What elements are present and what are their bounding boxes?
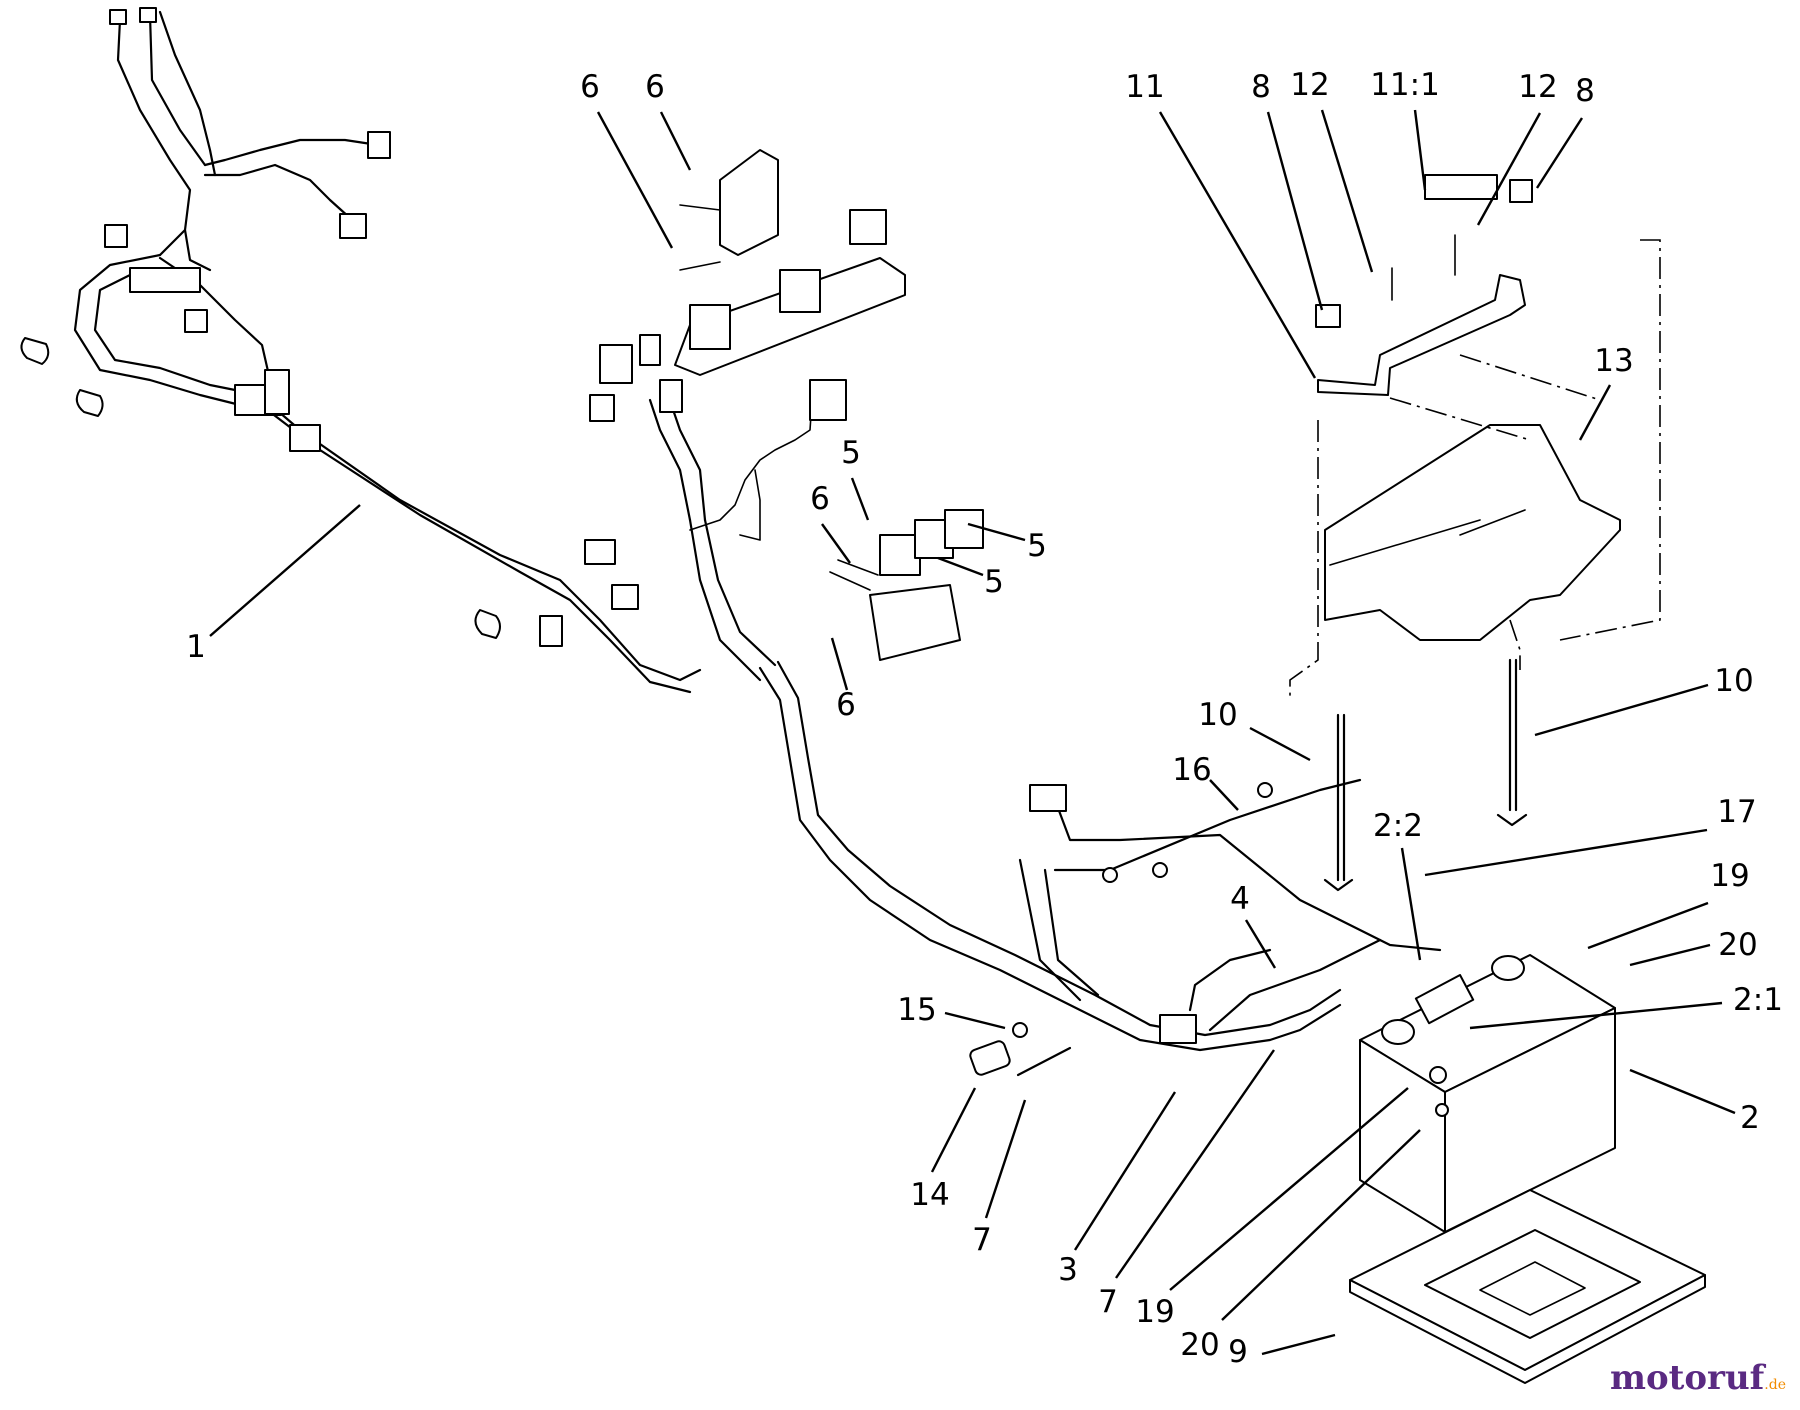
callout-label: 17 xyxy=(1717,794,1756,830)
hold-down-rods xyxy=(1323,658,1528,892)
leader-line xyxy=(1476,112,1542,226)
callout-label: 5 xyxy=(984,564,1004,600)
battery-cables xyxy=(1018,778,1442,1044)
battery xyxy=(1359,954,1616,1233)
leader-line xyxy=(944,1011,1006,1030)
callout-label: 20 xyxy=(1718,927,1757,963)
leader-line xyxy=(930,1087,977,1173)
callout-label: 2:2 xyxy=(1373,808,1423,844)
callout-label: 19 xyxy=(1710,858,1749,894)
callout-label: 12 xyxy=(1518,69,1557,105)
leader-line xyxy=(821,523,851,564)
leader-line xyxy=(830,637,849,691)
leader-line xyxy=(1400,847,1422,961)
leader-line xyxy=(1169,1087,1409,1291)
callout-label: 6 xyxy=(645,69,665,105)
callout-label: 6 xyxy=(580,69,600,105)
callout-label: 2 xyxy=(1740,1100,1760,1136)
leader-line xyxy=(659,111,692,171)
leader-line xyxy=(937,556,984,577)
leader-line xyxy=(1209,779,1239,811)
callout-label: 4 xyxy=(1230,881,1250,917)
fasteners xyxy=(969,1022,1072,1077)
leader-line xyxy=(850,477,870,521)
callout-label: 11:1 xyxy=(1370,67,1440,103)
battery-bracket xyxy=(1315,174,1533,396)
alignment-lines xyxy=(1289,239,1661,700)
callout-label: 2:1 xyxy=(1733,982,1783,1018)
leader-line xyxy=(1413,109,1427,191)
leader-line xyxy=(1221,1129,1421,1321)
leader-line xyxy=(1261,1333,1336,1356)
callout-label: 19 xyxy=(1135,1294,1174,1330)
callout-label: 1 xyxy=(186,629,206,665)
leader-line xyxy=(1073,1091,1177,1251)
callout-label: 8 xyxy=(1575,73,1595,109)
battery-tray xyxy=(1349,1189,1706,1384)
callout-label: 3 xyxy=(1058,1252,1078,1288)
callout-label: 16 xyxy=(1172,752,1211,788)
leader-line xyxy=(1535,117,1584,189)
harness-connectors xyxy=(104,7,391,452)
center-harness xyxy=(589,149,984,661)
callout-label: 6 xyxy=(810,481,830,517)
leader-line xyxy=(1469,1001,1723,1030)
watermark-logo: motoruf.de xyxy=(1610,1358,1786,1398)
leader-line xyxy=(1424,828,1708,877)
leader-line xyxy=(1534,683,1709,737)
callout-label: 14 xyxy=(910,1177,949,1213)
callout-label: 12 xyxy=(1290,67,1329,103)
callout-label: 6 xyxy=(836,687,856,723)
leader-line xyxy=(1244,919,1277,969)
watermark-suffix: .de xyxy=(1764,1377,1786,1393)
leader-line xyxy=(1587,901,1709,950)
callout-label: 7 xyxy=(1098,1284,1118,1320)
leader-line xyxy=(1578,384,1612,441)
callout-label: 15 xyxy=(897,992,936,1028)
wire-harness xyxy=(73,10,1342,1052)
leader-line xyxy=(1266,111,1324,311)
callout-label: 8 xyxy=(1251,69,1271,105)
leader-line xyxy=(596,111,674,249)
callout-label: 7 xyxy=(972,1222,992,1258)
leader-line xyxy=(209,504,361,637)
callout-label: 13 xyxy=(1594,343,1633,379)
leader-line xyxy=(967,522,1026,542)
leader-line xyxy=(1249,726,1311,762)
callout-label: 10 xyxy=(1714,663,1753,699)
leader-line xyxy=(984,1099,1027,1219)
callout-label: 9 xyxy=(1228,1334,1248,1370)
leader-line xyxy=(1115,1049,1275,1279)
leader-line xyxy=(1629,943,1711,967)
callout-label: 5 xyxy=(841,435,861,471)
callout-label: 5 xyxy=(1027,528,1047,564)
callout-label: 20 xyxy=(1180,1327,1219,1363)
leader-line xyxy=(1320,109,1374,273)
leader-line xyxy=(1629,1068,1736,1115)
callout-label: 11 xyxy=(1125,69,1164,105)
harness-clips xyxy=(20,337,639,647)
watermark-text: motoruf xyxy=(1610,1358,1765,1398)
battery-cover xyxy=(1324,424,1621,641)
leader-line xyxy=(1158,111,1317,379)
callout-label: 10 xyxy=(1198,697,1237,733)
